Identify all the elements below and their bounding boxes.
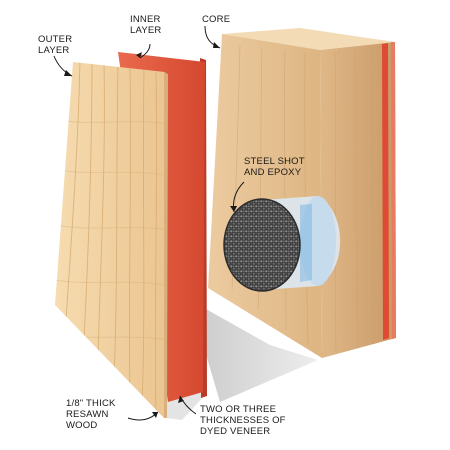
steel-shot-face bbox=[223, 198, 301, 292]
label-steel-shot-epoxy: STEEL SHOT AND EPOXY bbox=[244, 156, 305, 178]
core-veneer-stripe bbox=[382, 43, 389, 340]
label-inner-layer: INNER LAYER bbox=[130, 14, 161, 36]
leader-outer-layer bbox=[53, 55, 73, 77]
label-resawn-wood-line3: WOOD bbox=[66, 420, 98, 431]
leader-core bbox=[204, 25, 221, 49]
outer-wood-edge bbox=[164, 72, 168, 418]
core-veneer-stripe-outer bbox=[391, 42, 396, 339]
label-steel-shot-line2: AND EPOXY bbox=[244, 167, 302, 178]
label-outer-layer-line1: OUTER bbox=[38, 34, 73, 45]
core-side-face bbox=[320, 42, 396, 358]
label-inner-layer-line2: LAYER bbox=[130, 25, 162, 36]
outer-wood-layer bbox=[55, 62, 165, 418]
label-steel-shot-line1: STEEL SHOT bbox=[244, 156, 305, 167]
label-dyed-veneer-line2: THICKNESSES OF bbox=[200, 415, 286, 426]
label-inner-layer-line1: INNER bbox=[130, 14, 161, 25]
label-dyed-veneer: TWO OR THREE THICKNESSES OF DYED VENEER bbox=[200, 404, 286, 437]
leader-arrowheads bbox=[64, 42, 237, 418]
label-resawn-wood-line2: RESAWN bbox=[66, 409, 109, 420]
label-dyed-veneer-line1: TWO OR THREE bbox=[200, 404, 277, 415]
label-outer-layer: OUTER LAYER bbox=[38, 34, 72, 56]
label-core-line1: CORE bbox=[202, 14, 231, 25]
label-resawn-wood: 1/8" THICK RESAWN WOOD bbox=[66, 398, 116, 431]
outer-grain bbox=[55, 62, 165, 418]
drop-shadow bbox=[190, 300, 318, 402]
label-core: CORE bbox=[202, 14, 230, 25]
leader-inner-layer bbox=[139, 43, 151, 59]
label-dyed-veneer-line3: DYED VENEER bbox=[200, 426, 271, 437]
label-resawn-wood-line1: 1/8" THICK bbox=[66, 398, 116, 409]
label-outer-layer-line2: LAYER bbox=[38, 45, 70, 56]
core-top-face bbox=[222, 28, 395, 50]
steel-shot-insert bbox=[223, 196, 341, 292]
